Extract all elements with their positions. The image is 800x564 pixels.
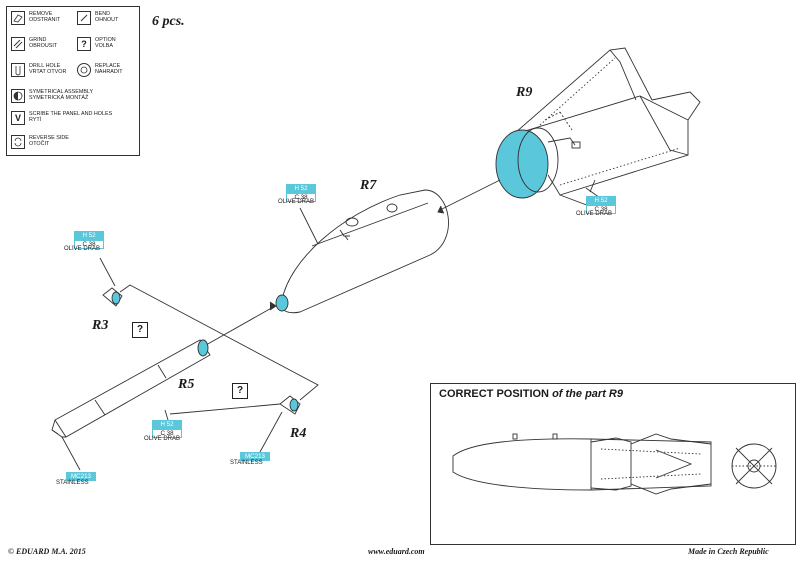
- replace-icon: [77, 63, 91, 77]
- website-link[interactable]: www.eduard.com: [368, 547, 425, 556]
- r9-tail-part: [511, 47, 701, 211]
- option-mark: ?: [232, 383, 248, 399]
- r5-label: R5: [178, 377, 195, 392]
- r7-label: R7: [360, 178, 377, 193]
- scribe-icon: V: [11, 111, 25, 125]
- inset-title: CORRECT POSITION of the part R9: [439, 388, 623, 400]
- symmetry-icon: [11, 89, 25, 103]
- quantity-label: 6 pcs.: [152, 14, 185, 29]
- r7-body-part: [275, 189, 449, 314]
- copyright: © EDUARD M.A. 2015: [8, 547, 86, 556]
- origin-note: Made in Czech Republic: [688, 547, 769, 556]
- r4-label: R4: [290, 426, 307, 441]
- bend-icon: [77, 11, 91, 25]
- option-mark: ?: [132, 322, 148, 338]
- r4-part: [279, 395, 301, 415]
- r4-color-callout: MC213: [240, 452, 270, 461]
- r3-part: [102, 287, 123, 307]
- reverse-icon: [11, 135, 25, 149]
- r5-tip-color-callout: MC213: [66, 472, 96, 481]
- correct-position-inset: CORRECT POSITION of the part R9: [430, 383, 796, 545]
- r3-label: R3: [92, 318, 109, 333]
- r5-rod-part: [51, 339, 211, 438]
- r9-paint-face: [495, 129, 549, 199]
- inset-drawing: [452, 433, 777, 495]
- grind-icon: [11, 37, 25, 51]
- drill-icon: [11, 63, 25, 77]
- r9-label: R9: [516, 85, 533, 100]
- question-icon: ?: [77, 37, 91, 51]
- eraser-icon: [11, 11, 25, 25]
